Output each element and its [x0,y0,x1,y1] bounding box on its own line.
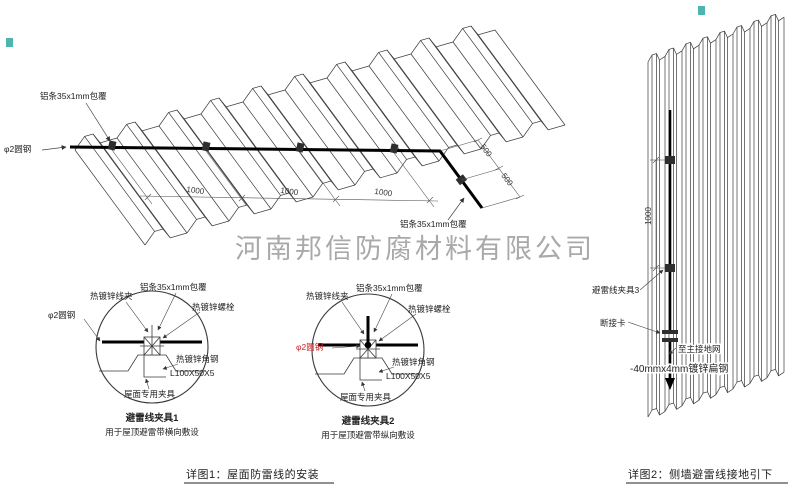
clamp2-label-clip: 热镀锌线夹 [306,291,349,301]
to-ground-arrow [665,378,675,390]
clamp1-label-angle: 热镀锌角钢 [176,354,219,364]
wall-label-flat-steel: -40mmx4mm镀锌扁钢 [630,362,728,375]
clamp2-label-strip: 铝条35x1mm包覆 [356,283,423,293]
roof-dim-1000-3: 1000 [374,187,393,198]
roof-dimensions [111,137,525,209]
wall-drawing [647,13,785,418]
wall-label-clamp3: 避雷线夹具3 [592,285,640,295]
wall-label-disconnect: 断接卡 [600,318,626,328]
clamp2-label-angle-size: L100X50X5 [386,371,431,381]
wall-leaders [627,269,677,355]
clamp2-wire-cross-section [364,341,372,349]
clamp1-label-bolt: 热镀锌螺栓 [192,302,235,312]
roof-lightning-wire [69,145,484,209]
roof-dim-1000-2: 1000 [280,186,299,197]
roof-dim-500-1: 500 [478,142,494,159]
clamp1-label-fixture: 屋面专用夹具 [124,389,176,399]
clamp1-leaders [83,292,201,390]
roof-label-aluminum-strip-top: 铝条35x1mm包覆 [40,91,107,101]
clamp1-label-clip: 热镀锌线夹 [90,291,133,301]
roof-label-aluminum-strip-right: 铝条35x1mm包覆 [400,219,467,229]
roof-dim-500-2: 500 [499,171,515,188]
wall-dimension [650,156,665,272]
clamp2-label-bolt: 热镀锌螺栓 [408,304,451,314]
roof-isometric-drawing [74,25,566,246]
roof-dim-1000-1: 1000 [186,185,205,196]
wall-dim-1000: 1000 [644,207,653,225]
scan-artifact [698,6,705,15]
wall-clamp-upper [665,156,675,164]
roof-leaders [41,102,465,221]
clamp2-label-fixture: 屋面专用夹具 [340,392,392,402]
clamp1-label-angle-size: L100X50X5 [170,368,215,378]
wall-clamp-lower [665,264,675,272]
clamp1-label-rod: φ2圆钢 [48,310,75,320]
clamp1-label-strip: 铝条35x1mm包覆 [140,282,207,292]
clamp2-label-rod: φ2圆钢 [296,342,323,352]
detail2-caption: 详图2：侧墙避雷线接地引下 [628,467,773,481]
scan-artifact [6,38,13,47]
clamp2-label-angle: 热镀锌角钢 [392,357,435,367]
clamp2-title: 避雷线夹具2 [342,415,395,427]
clamp1-subtitle: 用于屋顶避雷带横向敷设 [105,427,199,437]
clamp1-title: 避雷线夹具1 [126,412,180,424]
wall-label-to-ground: 至主接地网 [678,344,721,354]
roof-label-round-steel: φ2圆钢 [4,144,31,154]
detail1-caption: 详图1：屋面防雷线的安装 [186,467,319,481]
disconnect-link [662,330,678,342]
clamp2-subtitle: 用于屋顶避雷带纵向敷设 [321,430,415,440]
company-watermark: 河南邦信防腐材料有限公司 [235,234,595,264]
clamp2-leaders [331,293,417,392]
